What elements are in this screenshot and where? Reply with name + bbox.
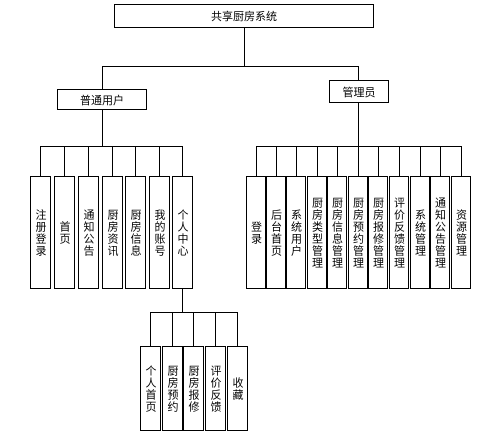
connector-line [150, 312, 151, 346]
connector-line [172, 312, 173, 346]
personal-center-child-label: 厨房报修 [187, 364, 200, 413]
user-child-label: 注册登录 [34, 208, 47, 257]
connector-line [461, 146, 462, 176]
admin-child-node: 资源管理 [451, 176, 471, 289]
connector-line [215, 312, 216, 346]
admin-child-node: 厨房报修管理 [368, 176, 388, 289]
personal-center-child-node: 厨房预约 [162, 346, 183, 431]
admin-child-label: 厨房报修管理 [371, 196, 385, 269]
personal-center-node: 个人中心 [172, 176, 193, 289]
admin-child-label: 厨房预约管理 [351, 196, 365, 269]
admin-node: 管理员 [329, 80, 389, 103]
user-child-label: 通知公告 [82, 208, 95, 257]
admin-child-label: 资源管理 [454, 208, 468, 257]
connector-line [193, 312, 194, 346]
root-label: 共享厨房系统 [211, 10, 277, 23]
admin-child-label: 厨房类型管理 [310, 196, 324, 269]
admin-child-label: 登录 [249, 220, 263, 245]
personal-center-child-label: 评价反馈 [209, 364, 222, 413]
personal-center-child-node: 厨房报修 [183, 346, 204, 431]
admin-child-node: 评价反馈管理 [389, 176, 409, 289]
user-node: 普通用户 [57, 89, 147, 110]
connector-line [88, 146, 89, 176]
user-child-node: 首页 [54, 176, 75, 289]
admin-label: 管理员 [342, 85, 376, 99]
admin-child-label: 系统用户 [289, 208, 303, 257]
connector-line [317, 146, 318, 176]
connector-line [244, 27, 245, 66]
admin-child-node: 系统用户 [286, 176, 306, 289]
user-child-label: 我的账号 [153, 208, 166, 257]
connector-line [112, 146, 113, 176]
admin-child-node: 厨房类型管理 [307, 176, 327, 289]
user-label: 普通用户 [80, 93, 124, 107]
admin-child-node: 登录 [246, 176, 266, 289]
admin-child-node: 后台首页 [266, 176, 286, 289]
connector-line [102, 66, 103, 89]
connector-line [40, 146, 183, 147]
admin-child-label: 厨房信息管理 [330, 196, 344, 269]
connector-line [256, 146, 462, 147]
connector-line [135, 146, 136, 176]
connector-line [378, 146, 379, 176]
connector-line [150, 312, 238, 313]
connector-line [102, 109, 103, 146]
admin-child-node: 通知公告管理 [430, 176, 450, 289]
connector-line [276, 146, 277, 176]
user-child-node: 厨房信息 [125, 176, 146, 289]
user-child-node: 注册登录 [30, 176, 51, 289]
personal-center-child-node: 个人首页 [140, 346, 161, 431]
connector-line [420, 146, 421, 176]
admin-child-label: 后台首页 [269, 208, 283, 257]
connector-line [358, 102, 359, 147]
connector-line [296, 146, 297, 176]
connector-line [64, 146, 65, 176]
personal-center-child-node: 评价反馈 [205, 346, 226, 431]
connector-line [237, 312, 238, 346]
connector-line [358, 66, 359, 80]
user-child-node: 厨房资讯 [102, 176, 123, 289]
admin-child-node: 厨房信息管理 [327, 176, 347, 289]
connector-line [440, 146, 441, 176]
user-child-node: 通知公告 [78, 176, 99, 289]
user-child-label: 厨房信息 [129, 208, 142, 257]
admin-child-node: 厨房预约管理 [348, 176, 368, 289]
personal-center-child-node: 收藏 [227, 346, 248, 431]
personal-center-child-label: 个人首页 [144, 364, 157, 413]
connector-line [358, 146, 359, 176]
connector-line [399, 146, 400, 176]
connector-line [337, 146, 338, 176]
connector-line [182, 146, 183, 176]
user-child-label: 首页 [58, 220, 71, 245]
admin-child-label: 评价反馈管理 [392, 196, 406, 269]
root-node: 共享厨房系统 [114, 4, 374, 28]
user-child-label: 个人中心 [176, 208, 189, 257]
admin-child-node: 系统管理 [410, 176, 430, 289]
user-child-node: 我的账号 [149, 176, 170, 289]
connector-line [182, 288, 183, 312]
admin-child-label: 通知公告管理 [433, 196, 447, 269]
admin-child-label: 系统管理 [413, 208, 427, 257]
personal-center-child-label: 厨房预约 [166, 364, 179, 413]
connector-line [40, 146, 41, 176]
connector-line [159, 146, 160, 176]
connector-line [102, 66, 359, 67]
personal-center-child-label: 收藏 [231, 376, 244, 401]
connector-line [256, 146, 257, 176]
user-child-label: 厨房资讯 [106, 208, 119, 257]
